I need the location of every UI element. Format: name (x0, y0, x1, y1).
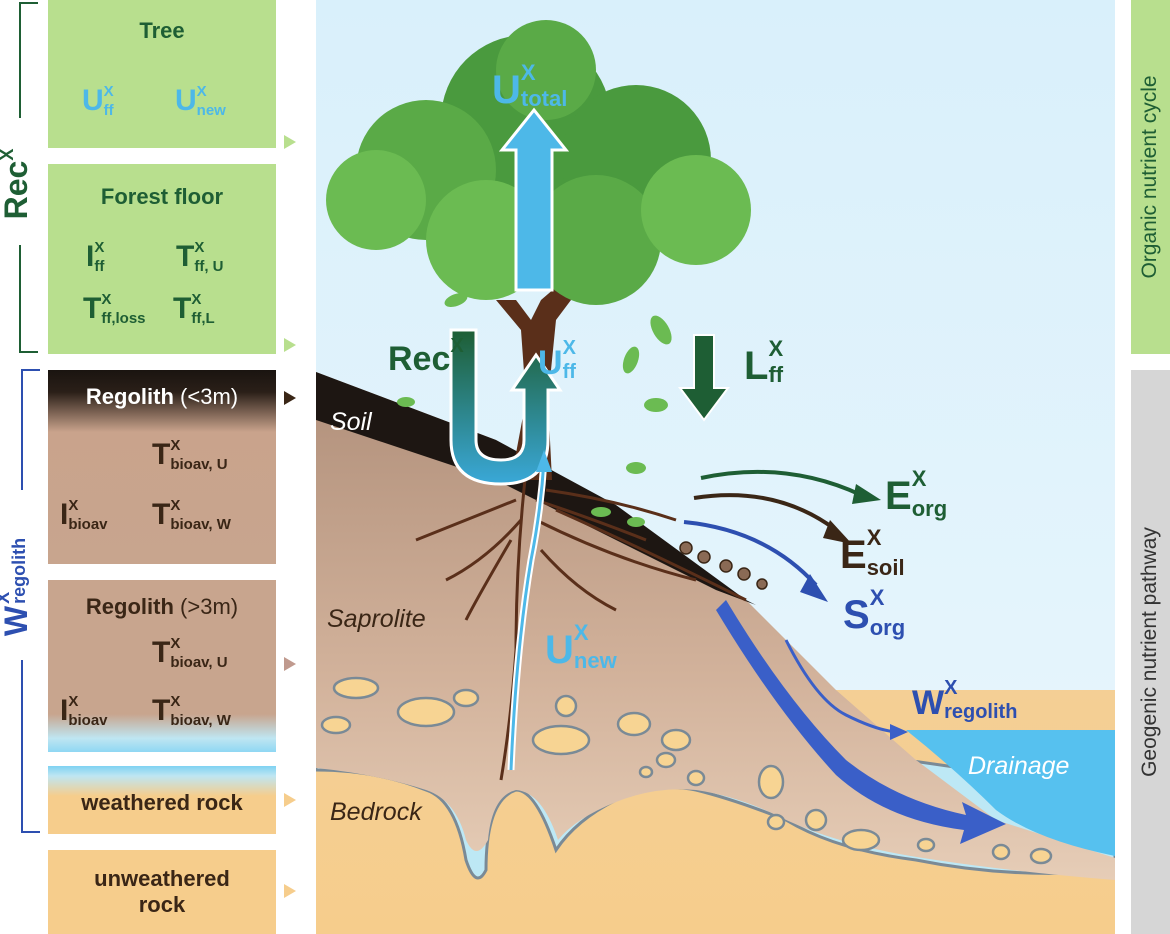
weathered-rock-box: weathered rock (48, 766, 276, 834)
u-new-arrowhead (536, 450, 552, 472)
soil-layer (316, 372, 756, 605)
soil-label: Soil (330, 408, 372, 436)
drainage-label: Drainage (968, 752, 1070, 780)
rock-clasts (320, 676, 1053, 865)
organic-cycle-bar (1131, 0, 1170, 354)
forest-floor-marker (284, 338, 296, 352)
falling-leaves (397, 293, 672, 527)
u-total-arrow (498, 107, 570, 292)
regolith-deep-title: Regolith (>3m) (85, 594, 239, 619)
tree-marker (284, 135, 296, 149)
recycling-arrow (449, 328, 563, 486)
regolith-deep-marker (284, 657, 296, 671)
geogenic-pathway-label: Geogenic nutrient pathway (1138, 527, 1161, 777)
weathered-rock-title: weathered rock (81, 790, 243, 815)
w-regolith-drainage-arrowhead (890, 724, 908, 740)
e-soil-arrowhead (823, 520, 852, 544)
weathered-rock-marker (284, 793, 296, 807)
regolith-shallow-marker (284, 391, 296, 405)
w-regolith-drainage-arrow (784, 639, 897, 734)
rec-bracket (19, 2, 38, 353)
s-org-arrow (683, 520, 818, 587)
u-new-arrow (509, 459, 546, 771)
w-regolith-bracket (21, 369, 40, 833)
forest-floor-title: Forest floor (100, 184, 224, 209)
s-org-arrowhead (800, 574, 828, 602)
litterfall-arrow (678, 334, 730, 422)
eroded-particles (679, 541, 768, 590)
regolith-shallow-title: Regolith (<3m) (85, 384, 239, 409)
saprolite-label: Saprolite (327, 605, 426, 633)
saprolite-layer (316, 372, 1115, 880)
w-regolith-arrow (716, 600, 1006, 844)
tree-box-title: Tree (139, 18, 185, 43)
landscape-scene (316, 0, 1115, 934)
geogenic-pathway-bar (1131, 370, 1170, 934)
e-org-arrow (700, 469, 862, 497)
w-regolith-bracket-label: W X regolith (0, 537, 34, 637)
drainage-water (906, 730, 1115, 856)
bedrock-label: Bedrock (330, 798, 422, 826)
e-org-arrowhead (852, 484, 881, 504)
organic-cycle-label: Organic nutrient cycle (1138, 75, 1161, 279)
unweathered-rock-marker (284, 884, 296, 898)
e-soil-arrow (693, 493, 838, 532)
